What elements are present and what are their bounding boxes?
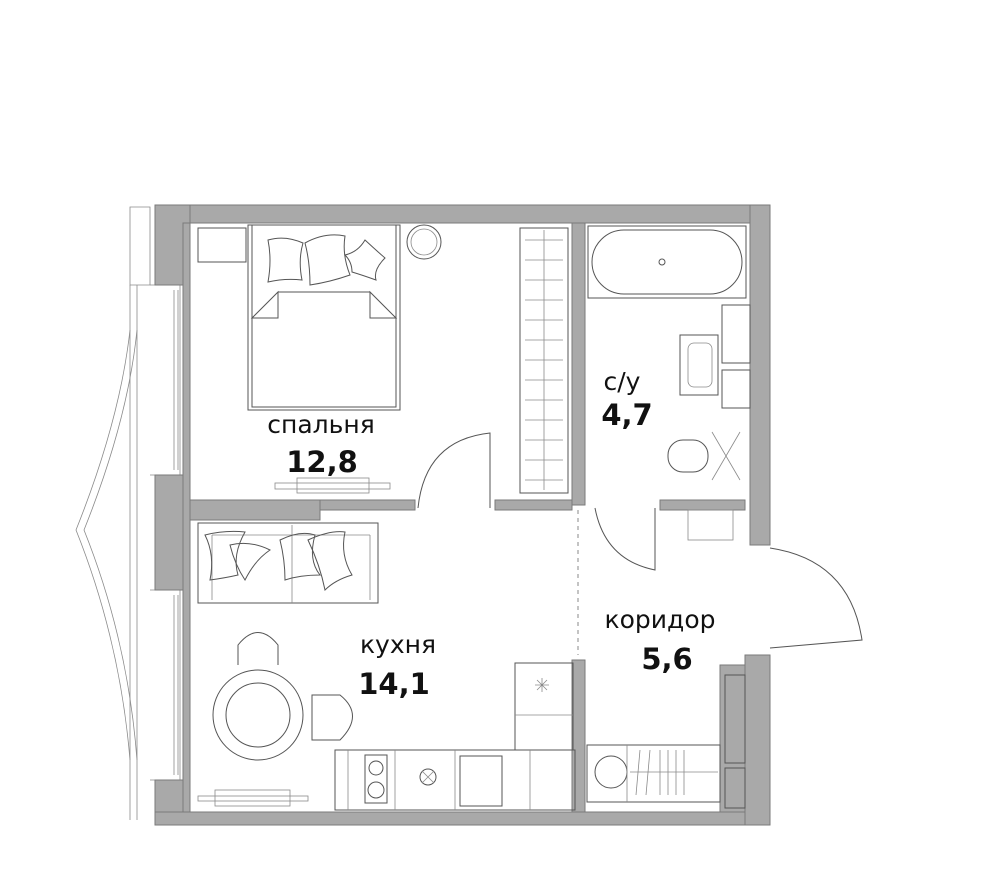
room-name: спальня xyxy=(267,410,375,439)
room-label-bedroom: спальня 12,8 xyxy=(267,410,375,479)
kitchen-furniture xyxy=(197,522,576,811)
room-label-bathroom: с/у 4,7 xyxy=(601,367,652,432)
bedroom-furniture xyxy=(197,224,442,494)
room-name: с/у xyxy=(604,367,641,396)
room-area: 4,7 xyxy=(601,398,652,432)
room-area: 14,1 xyxy=(358,667,430,701)
room-name: коридор xyxy=(605,605,716,634)
walls xyxy=(154,204,771,826)
doors xyxy=(417,432,863,649)
room-area: 5,6 xyxy=(641,642,692,676)
room-label-corridor: коридор 5,6 xyxy=(605,605,716,676)
room-name: кухня xyxy=(360,630,436,659)
bathroom-fixtures xyxy=(587,225,751,541)
corridor-furniture xyxy=(586,674,746,809)
room-area: 12,8 xyxy=(286,445,358,479)
wardrobe xyxy=(519,227,569,494)
room-label-kitchen: кухня 14,1 xyxy=(358,630,436,701)
